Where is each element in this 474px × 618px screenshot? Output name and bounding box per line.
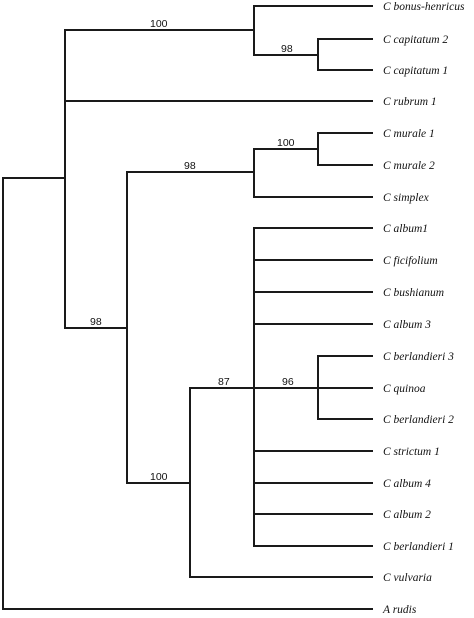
taxon-ficifolium: C ficifolium [383, 255, 438, 267]
support-bonus-capitatum: 100 [150, 18, 168, 30]
taxon-album-3: C album 3 [383, 319, 431, 331]
tree-branches [2, 5, 373, 610]
taxon-quinoa: C quinoa [383, 383, 426, 395]
taxon-strictum-1: C strictum 1 [383, 446, 440, 458]
support-main-clade: 98 [90, 316, 102, 328]
support-murale: 100 [277, 137, 295, 149]
taxon-album-4: C album 4 [383, 478, 431, 490]
support-values: 100 98 100 98 98 87 96 100 [90, 18, 295, 483]
taxon-berlandieri-3: C berlandieri 3 [383, 351, 454, 363]
taxon-simplex: C simplex [383, 192, 430, 204]
taxon-berlandieri-1: C berlandieri 1 [383, 541, 454, 553]
taxon-vulvaria: C vulvaria [383, 572, 432, 584]
taxon-rubrum-1: C rubrum 1 [383, 96, 437, 108]
taxon-album1: C album1 [383, 223, 428, 235]
taxon-murale-1: C murale 1 [383, 128, 435, 140]
taxon-capitatum-1: C capitatum 1 [383, 65, 448, 77]
taxon-a-rudis: A rudis [382, 604, 417, 616]
taxon-album-2: C album 2 [383, 509, 431, 521]
taxon-bushianum: C bushianum [383, 287, 444, 299]
support-murale-simplex: 98 [184, 160, 196, 172]
taxon-labels: C bonus-henricus C capitatum 2 C capitat… [382, 1, 465, 616]
support-album-clade: 87 [218, 376, 230, 388]
support-album-vulvaria: 100 [150, 471, 168, 483]
taxon-bonus-henricus: C bonus-henricus [383, 1, 465, 13]
taxon-berlandieri-2: C berlandieri 2 [383, 414, 454, 426]
support-berlandieri-quinoa: 96 [282, 376, 294, 388]
support-capitatum: 98 [281, 43, 293, 55]
taxon-murale-2: C murale 2 [383, 160, 435, 172]
taxon-capitatum-2: C capitatum 2 [383, 34, 448, 46]
